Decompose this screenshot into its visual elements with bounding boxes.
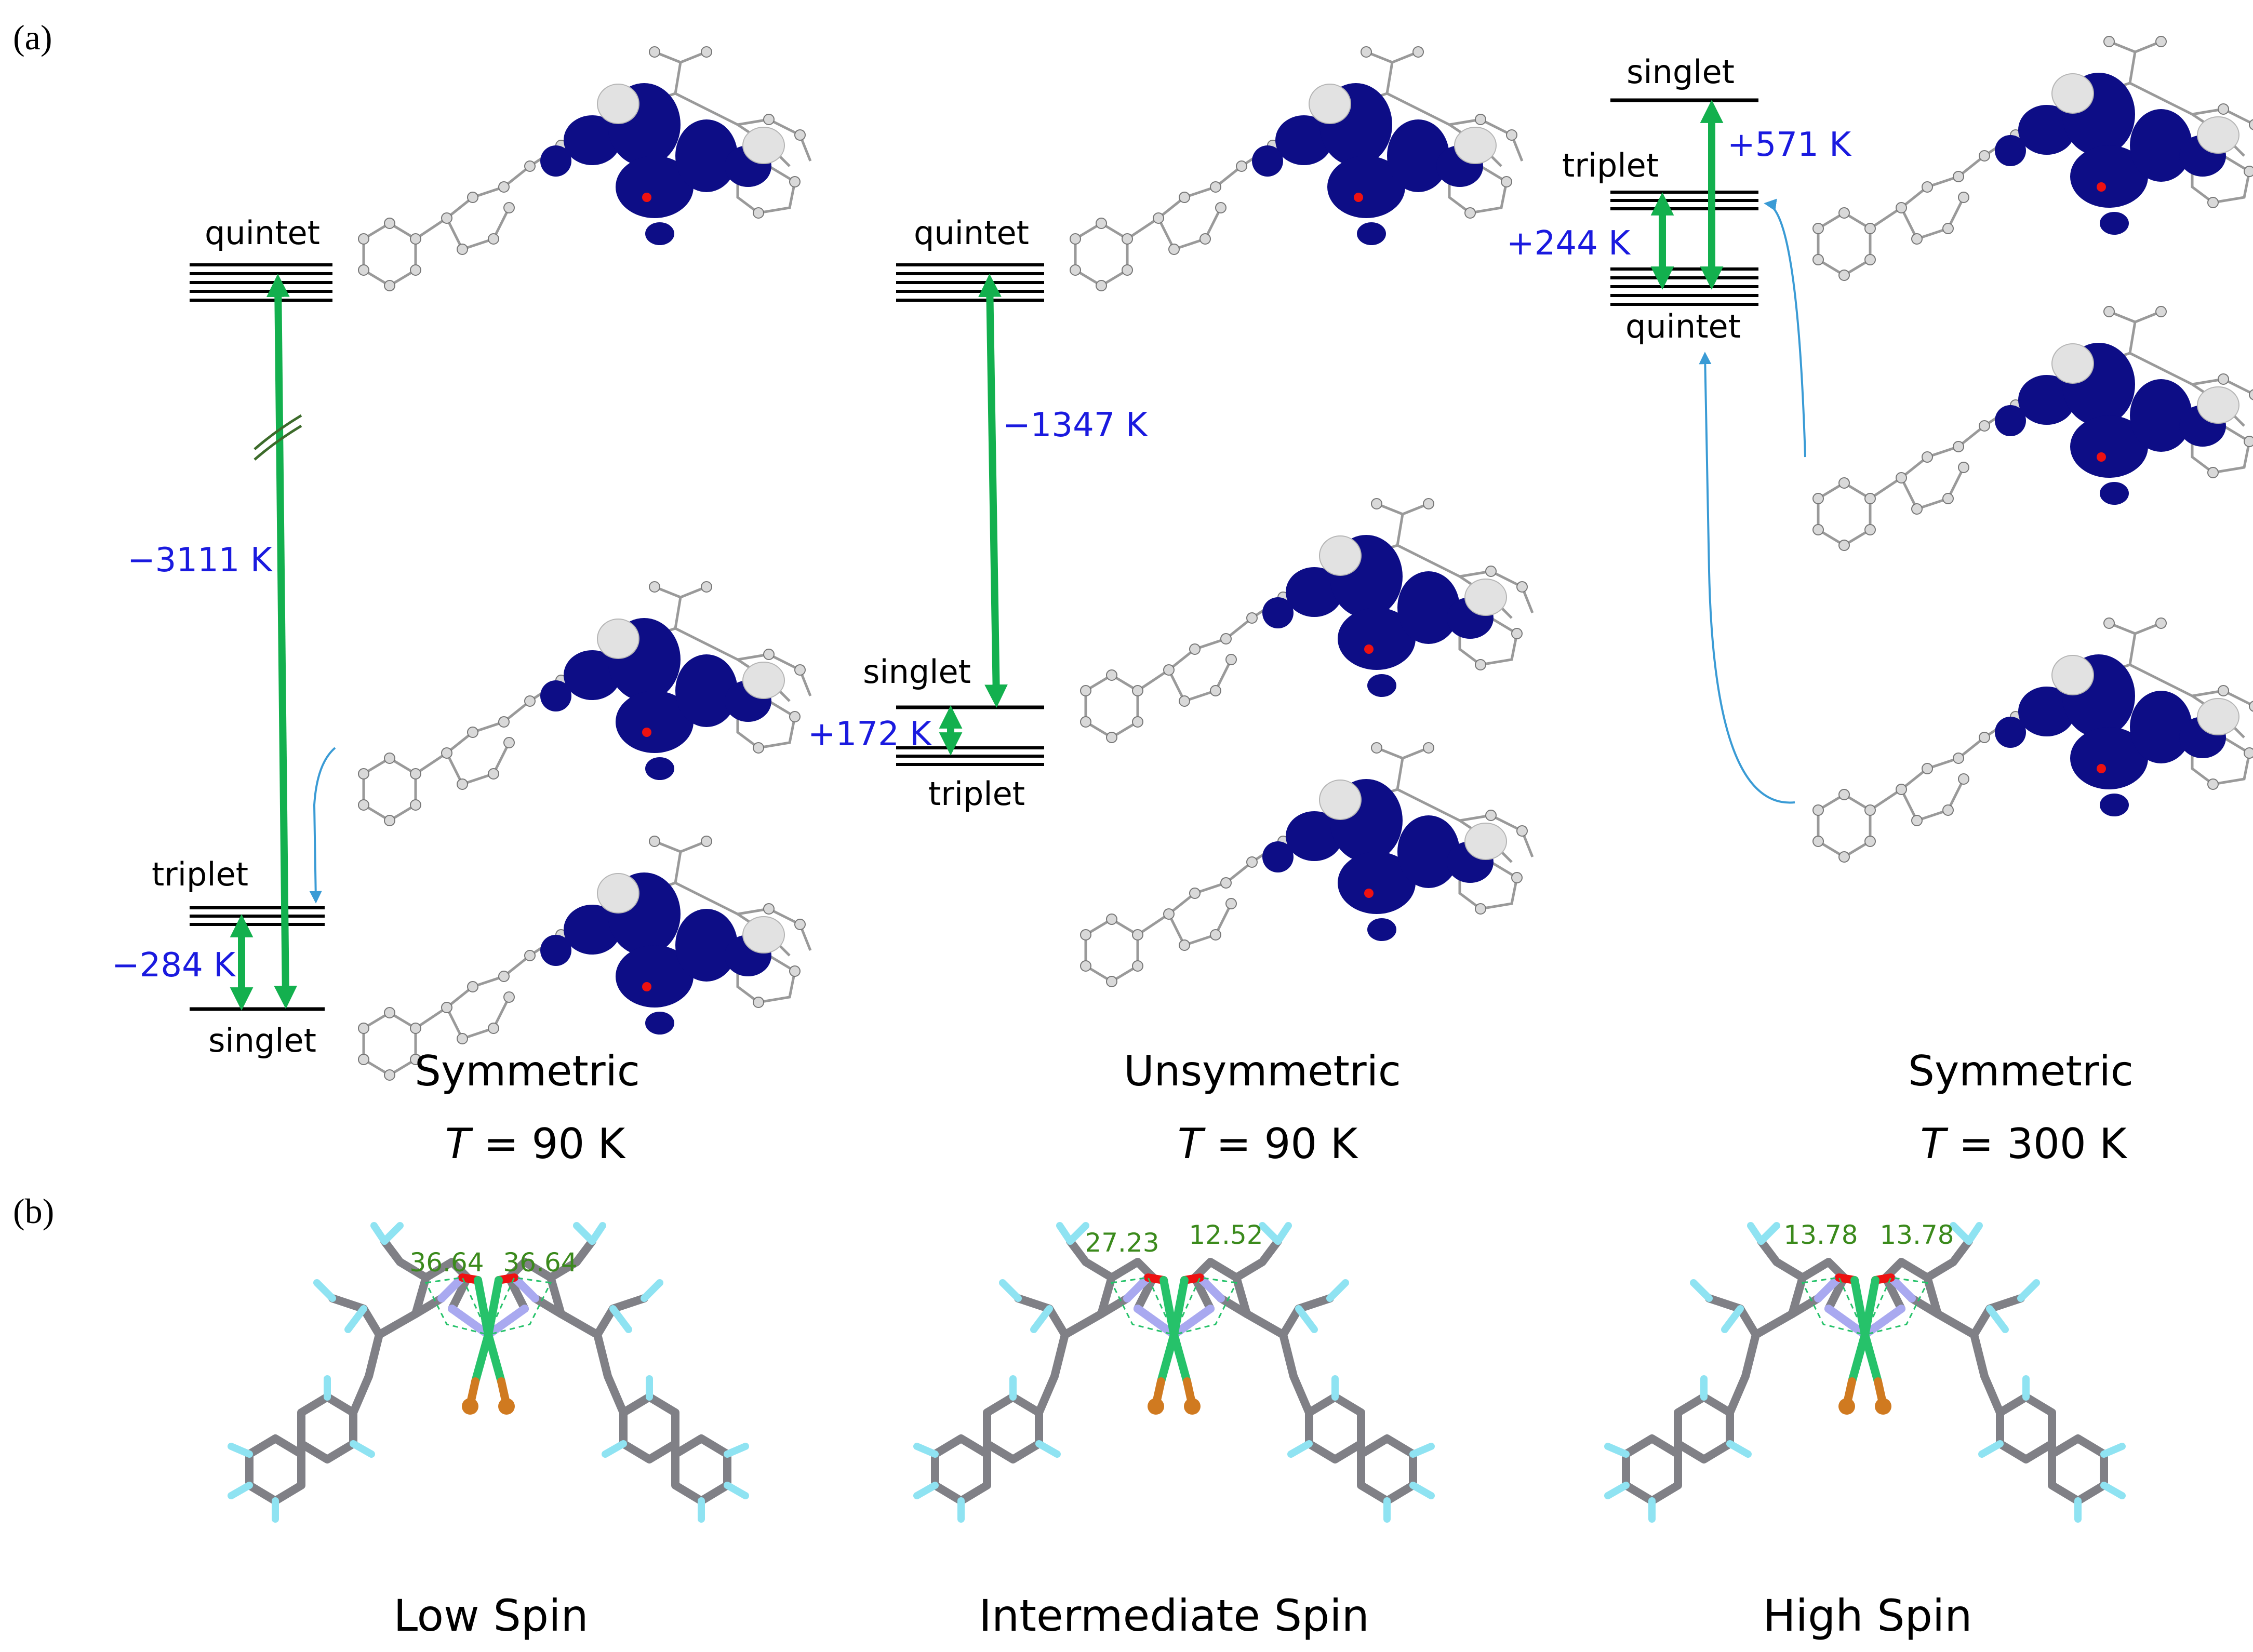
stick-model: [917, 1226, 1431, 1519]
axis-break-mark: [254, 414, 302, 461]
spin-density-singlet: [1081, 499, 1532, 743]
triplet-label: triplet: [928, 775, 1025, 813]
triplet-level: [190, 906, 325, 926]
torsion-angle-right: 13.78: [1879, 1220, 1954, 1250]
pointer-arrow: [309, 747, 336, 904]
quintet-label: quintet: [914, 214, 1029, 252]
panel-label-b: (b): [13, 1191, 54, 1231]
quintet-label: quintet: [1625, 307, 1741, 345]
spin-density-singlet: [358, 836, 810, 1080]
spin-state-label: High Spin: [1763, 1590, 1972, 1641]
energy-gap-label-large: +571 K: [1727, 126, 1852, 164]
quintet-level: [1610, 267, 1758, 306]
level-diagram-symmetric-90k: quintet triplet singlet −3111 K −284 K S…: [112, 47, 810, 1168]
temperature-label: T = 90 K: [1178, 1120, 1359, 1168]
triplet-label: triplet: [1562, 146, 1659, 184]
quintet-level: [190, 263, 332, 302]
triplet-level: [896, 746, 1044, 766]
energy-gap-label-large: −3111 K: [127, 541, 273, 580]
quintet-label: quintet: [205, 214, 320, 252]
spin-density-triplet: [1813, 306, 2253, 550]
energy-gap-label-large: −1347 K: [1003, 406, 1149, 445]
torsion-angle-right: 36.64: [503, 1247, 577, 1278]
singlet-label: singlet: [208, 1022, 316, 1059]
temperature-label: T = 300 K: [1920, 1120, 2128, 1168]
torsion-angle-left: 27.23: [1085, 1228, 1159, 1258]
spin-density-quintet: [358, 47, 810, 291]
energy-gap-label-small: −284 K: [112, 946, 236, 985]
spin-state-label: Low Spin: [393, 1590, 588, 1641]
pointer-arrow-quintet: [1699, 352, 1795, 804]
spin-density-triplet: [358, 582, 810, 826]
quintet-level: [896, 263, 1044, 302]
spin-density-triplet: [1081, 743, 1532, 987]
torsion-angle-left: 36.64: [409, 1247, 484, 1278]
stick-model: [1608, 1226, 2122, 1519]
column-title: Symmetric: [415, 1047, 640, 1095]
pointer-arrow-triplet: [1764, 198, 1806, 458]
torsion-angle-right: 12.52: [1189, 1220, 1263, 1250]
spin-density-quintet: [1813, 618, 2253, 862]
stick-model: [231, 1226, 745, 1519]
structure-low-spin: 36.64 36.64 Low Spin: [231, 1226, 745, 1641]
temperature-label: T = 90 K: [445, 1120, 626, 1168]
level-diagram-symmetric-300k: singlet triplet quintet +571 K +244 K Sy…: [1507, 36, 2253, 1168]
panel-label-a: (a): [13, 18, 52, 57]
energy-gap-arrow-large: [266, 274, 298, 1009]
level-diagram-unsymmetric-90k: quintet singlet triplet −1347 K +172 K U…: [808, 47, 1532, 1168]
spin-density-singlet: [1813, 36, 2253, 280]
energy-gap-label-small: +172 K: [808, 715, 932, 754]
energy-gap-label-small: +244 K: [1507, 224, 1631, 263]
spin-density-quintet: [1070, 47, 1522, 291]
column-title: Unsymmetric: [1124, 1047, 1401, 1095]
structure-high-spin: 13.78 13.78 High Spin: [1608, 1220, 2122, 1641]
column-title: Symmetric: [1908, 1047, 2134, 1095]
torsion-angle-left: 13.78: [1783, 1220, 1858, 1250]
triplet-label: triplet: [152, 855, 248, 893]
singlet-label: singlet: [863, 653, 971, 691]
structure-intermediate-spin: 27.23 12.52 Intermediate Spin: [917, 1220, 1431, 1641]
energy-gap-arrow-large: [978, 274, 1008, 708]
spin-state-label: Intermediate Spin: [979, 1590, 1369, 1641]
singlet-label: singlet: [1627, 53, 1735, 91]
triplet-level: [1610, 191, 1758, 210]
